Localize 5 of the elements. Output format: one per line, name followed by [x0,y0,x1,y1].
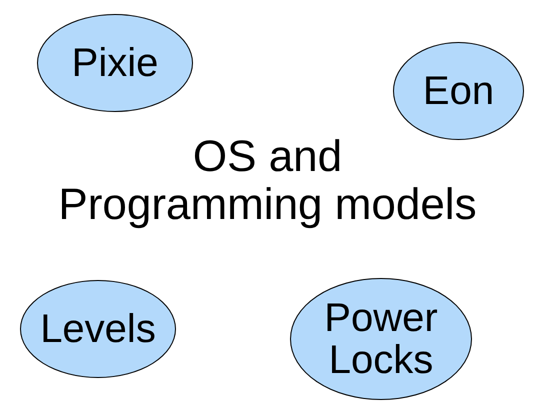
node-label: Power Locks [323,297,439,381]
node-label: Eon [422,70,494,112]
node-label: Levels [40,308,156,350]
center-title: OS and Programming models [57,133,478,230]
node-label: Pixie [72,42,158,84]
